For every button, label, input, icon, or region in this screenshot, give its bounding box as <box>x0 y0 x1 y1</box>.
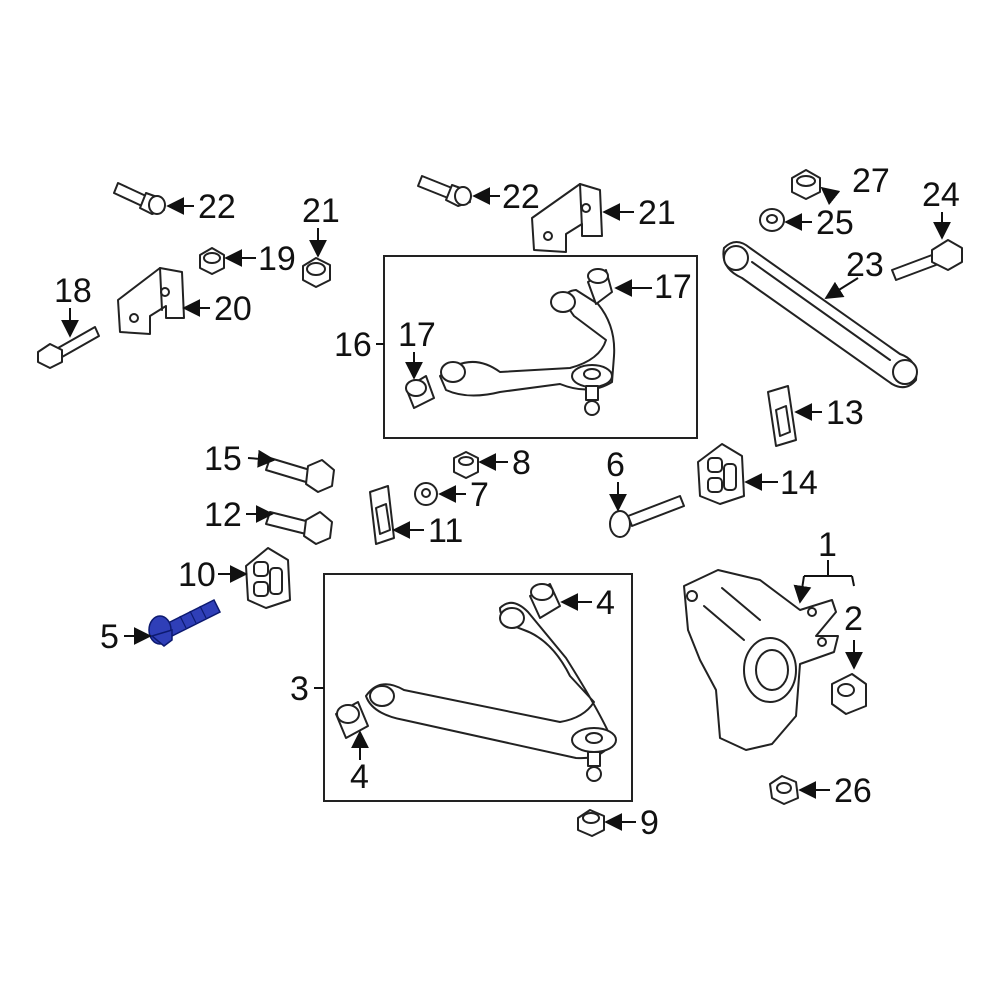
bolt-18[interactable] <box>37 326 100 369</box>
tie-rod-23[interactable] <box>722 241 918 389</box>
cam-washer-11[interactable] <box>369 485 395 545</box>
callout-13: 13 <box>826 394 864 432</box>
callout-5: 5 <box>100 618 119 656</box>
callout-21-right: 21 <box>638 194 676 232</box>
callout-21-left: 21 <box>302 192 340 230</box>
callout-16: 16 <box>334 326 372 364</box>
upper-control-arm[interactable] <box>439 289 616 416</box>
callout-4-bottom: 4 <box>350 758 369 796</box>
callout-17-left: 17 <box>398 316 436 354</box>
bushing-4-left[interactable] <box>335 701 369 739</box>
callout-23: 23 <box>846 246 884 284</box>
callout-7: 7 <box>470 476 489 514</box>
callout-2: 2 <box>844 600 863 638</box>
callout-18: 18 <box>54 272 92 310</box>
lower-control-arm[interactable] <box>365 601 617 782</box>
washer-25[interactable] <box>759 208 785 232</box>
bushing-4-top[interactable] <box>529 583 561 619</box>
callout-19: 19 <box>258 240 296 278</box>
callout-22-right: 22 <box>502 178 540 216</box>
callout-14: 14 <box>780 464 818 502</box>
callout-4-top: 4 <box>596 584 615 622</box>
nut-21-left[interactable] <box>302 257 331 288</box>
leader-lines <box>61 186 951 831</box>
nut-27[interactable] <box>791 169 821 200</box>
bolt-6[interactable] <box>609 495 685 538</box>
bracket-20[interactable] <box>117 267 185 335</box>
bolt-24[interactable] <box>891 239 963 281</box>
bolt-5-highlighted[interactable] <box>148 598 222 647</box>
callout-9: 9 <box>640 804 659 842</box>
knuckle-1[interactable] <box>683 569 839 751</box>
bushing-2[interactable] <box>831 673 867 715</box>
callout-20: 20 <box>214 290 252 328</box>
washer-7[interactable] <box>414 482 438 506</box>
callout-17-top: 17 <box>654 268 692 306</box>
callout-8: 8 <box>512 444 531 482</box>
bolt-15[interactable] <box>265 457 335 493</box>
callout-11: 11 <box>428 512 463 550</box>
nut-26[interactable] <box>769 775 799 805</box>
bracket-21-right[interactable] <box>531 183 603 253</box>
callout-12: 12 <box>204 496 242 534</box>
callout-10: 10 <box>178 556 216 594</box>
callout-6: 6 <box>606 446 625 484</box>
callout-22-left: 22 <box>198 188 236 226</box>
upper-arm-box <box>383 255 698 439</box>
lower-arm-box <box>323 573 633 802</box>
bushing-17-top[interactable] <box>587 268 613 305</box>
bolt-22-left[interactable] <box>113 182 166 215</box>
bushing-17-left[interactable] <box>405 375 435 409</box>
callout-26: 26 <box>834 772 872 810</box>
bolt-22-right[interactable] <box>417 175 472 207</box>
callout-labels: 22 22 21 21 19 20 18 17 17 16 27 25 24 2… <box>54 162 960 842</box>
nut-19[interactable] <box>199 247 225 275</box>
cam-washer-13[interactable] <box>767 385 797 447</box>
callout-15: 15 <box>204 440 242 478</box>
callout-3: 3 <box>290 670 309 708</box>
callout-25: 25 <box>816 204 854 242</box>
bracket-10[interactable] <box>245 547 291 609</box>
callout-24: 24 <box>922 176 960 214</box>
bracket-14[interactable] <box>697 443 745 505</box>
callout-1: 1 <box>818 526 837 564</box>
callout-27: 27 <box>852 162 890 200</box>
bolt-12[interactable] <box>265 511 333 545</box>
nut-9[interactable] <box>577 809 605 837</box>
nut-8[interactable] <box>453 451 479 479</box>
